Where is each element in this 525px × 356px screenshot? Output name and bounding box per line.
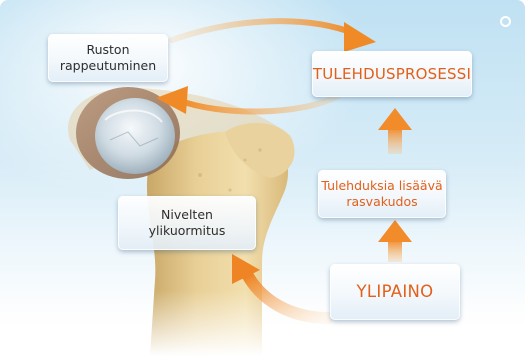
overweight-label: YLIPAINO — [357, 282, 434, 303]
inflammation-process-box: TULEHDUSPROSESSI — [312, 51, 472, 97]
joint-overload-line1: Nivelten — [149, 207, 226, 223]
circle-icon — [500, 16, 511, 27]
arrow-to-inflammation — [172, 21, 356, 40]
femoral-head — [95, 98, 175, 174]
arrow-up-lower — [378, 220, 412, 262]
inflammatory-fat-line1: Tulehduksia lisäävä — [321, 178, 442, 194]
cartilage-degeneration-line2: rappeutuminen — [60, 58, 156, 74]
inflammatory-fat-line2: rasvakudos — [321, 194, 442, 210]
cartilage-degeneration-line1: Ruston — [60, 42, 156, 58]
overweight-box: YLIPAINO — [330, 264, 460, 320]
joint-overload-line2: ylikuormitus — [149, 223, 226, 239]
cartilage-degeneration-box: Ruston rappeutuminen — [48, 34, 168, 82]
inflammation-process-label: TULEHDUSPROSESSI — [313, 65, 471, 84]
inflammatory-fat-box: Tulehduksia lisäävä rasvakudos — [318, 170, 446, 218]
joint-overload-box: Nivelten ylikuormitus — [118, 196, 256, 250]
arrow-up-upper — [378, 108, 412, 154]
